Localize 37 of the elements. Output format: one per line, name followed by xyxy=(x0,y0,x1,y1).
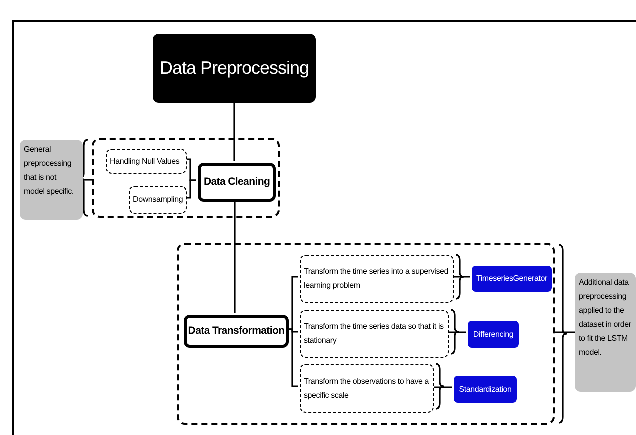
dashed-step-box xyxy=(300,364,434,413)
method-box xyxy=(468,321,519,348)
node-label: TimeseriesGenerator xyxy=(476,274,548,284)
dashed-step-box xyxy=(300,310,449,358)
node-label: Additional data preprocessing applied to the dataset in order to fit the LSTM model. xyxy=(579,277,632,359)
node-label: Data Preprocessing xyxy=(160,57,310,80)
dashed-group-box xyxy=(92,138,280,218)
method-box xyxy=(472,266,552,292)
dashed-step-box xyxy=(300,255,454,303)
connector-line xyxy=(185,180,196,199)
node-label: Data Cleaning xyxy=(204,176,270,190)
node-label: Standardization xyxy=(459,384,512,394)
title-box xyxy=(153,34,316,103)
connector-line xyxy=(234,103,236,161)
connector-line xyxy=(432,386,452,388)
node-label: Handling Null Values xyxy=(110,156,180,168)
dashed-step-box xyxy=(106,149,187,174)
connector-line xyxy=(234,200,236,313)
method-box xyxy=(454,376,517,403)
node-label: Differencing xyxy=(473,330,514,340)
node-label: General preprocessing that is not model specific. xyxy=(24,144,75,198)
node-label: Downsampling xyxy=(133,194,184,206)
node-label: Transform the observations to have a specific scale xyxy=(304,376,430,402)
dashed-group-box xyxy=(177,243,555,425)
process-box xyxy=(184,315,289,348)
connector-line xyxy=(555,332,575,334)
dashed-step-box xyxy=(129,186,187,214)
note-box xyxy=(20,140,83,220)
connector-line xyxy=(447,332,466,334)
connector-line xyxy=(83,179,92,181)
node-label: Transform the time series data so that it is stationary xyxy=(304,321,445,347)
process-box xyxy=(198,163,276,202)
connector-line xyxy=(452,276,470,278)
note-box xyxy=(575,273,636,392)
connector-line xyxy=(287,328,298,388)
node-label: Transform the time series into a supervised learning problem xyxy=(304,266,450,292)
node-label: Data Transformation xyxy=(188,324,285,338)
